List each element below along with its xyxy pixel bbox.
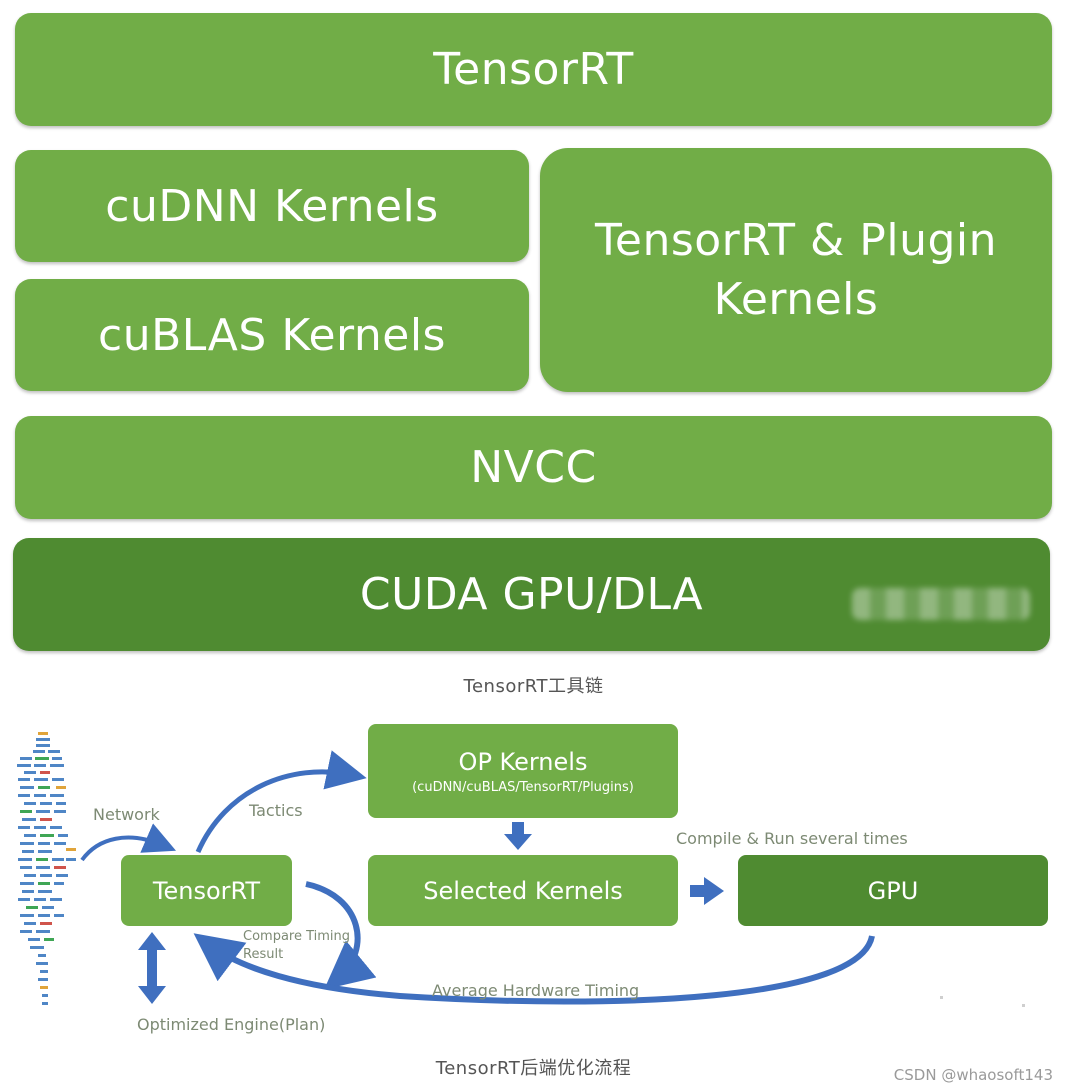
- cudnn-kernels-label: cuDNN Kernels: [105, 180, 439, 232]
- cudnn-kernels-layer: cuDNN Kernels: [15, 150, 529, 262]
- op-kernels-label: OP Kernels: [458, 747, 588, 776]
- op-kernels-sublabel: (cuDNN/cuBLAS/TensorRT/Plugins): [412, 779, 634, 795]
- cuda-gpu-dla-label: CUDA GPU/DLA: [359, 569, 704, 620]
- right-arrow-icon: [690, 877, 724, 905]
- gpu-box: GPU: [738, 855, 1048, 926]
- plugin-kernels-label-line1: TensorRT & Plugin: [594, 214, 997, 266]
- decorative-dot: [1022, 1004, 1025, 1007]
- compile-run-label: Compile & Run several times: [676, 829, 908, 848]
- cublas-kernels-layer: cuBLAS Kernels: [15, 279, 529, 391]
- plugin-kernels-label-line2: Kernels: [713, 274, 879, 325]
- watermark-text: CSDN @whaosoft143: [893, 1066, 1053, 1084]
- op-kernels-box: OP Kernels (cuDNN/cuBLAS/TensorRT/Plugin…: [368, 724, 678, 818]
- tactics-label: Tactics: [249, 801, 303, 820]
- selected-kernels-box: Selected Kernels: [368, 855, 678, 926]
- decorative-dot: [940, 996, 943, 999]
- selected-kernels-label: Selected Kernels: [423, 876, 623, 905]
- toolchain-caption: TensorRT工具链: [463, 676, 604, 697]
- tensorrt-layer-label: TensorRT: [433, 44, 634, 95]
- cublas-kernels-label: cuBLAS Kernels: [98, 309, 446, 361]
- network-graph-icon: [17, 732, 76, 1005]
- down-arrow-icon: [504, 822, 532, 850]
- tensorrt-layer: TensorRT: [15, 13, 1052, 126]
- nvcc-label: NVCC: [470, 442, 597, 493]
- gpu-label: GPU: [867, 876, 919, 905]
- flow-caption: TensorRT后端优化流程: [435, 1058, 632, 1079]
- cuda-gpu-dla-layer: CUDA GPU/DLA: [13, 538, 1050, 651]
- tensorrt-box: TensorRT: [121, 855, 292, 926]
- compare-timing-label: Compare Timing Result: [243, 928, 350, 963]
- tensorrt-box-label: TensorRT: [152, 876, 261, 905]
- plugin-kernels-layer: TensorRT & Plugin Kernels: [540, 148, 1052, 392]
- double-arrow-icon: [138, 932, 166, 1004]
- compare-timing-line2: Result: [243, 946, 284, 962]
- network-label: Network: [93, 805, 160, 824]
- nvcc-layer: NVCC: [15, 416, 1052, 519]
- compare-timing-line1: Compare Timing: [243, 929, 351, 944]
- optimized-engine-label: Optimized Engine(Plan): [137, 1015, 326, 1034]
- average-timing-label: Average Hardware Timing: [432, 981, 640, 1000]
- blurred-watermark: [852, 588, 1030, 620]
